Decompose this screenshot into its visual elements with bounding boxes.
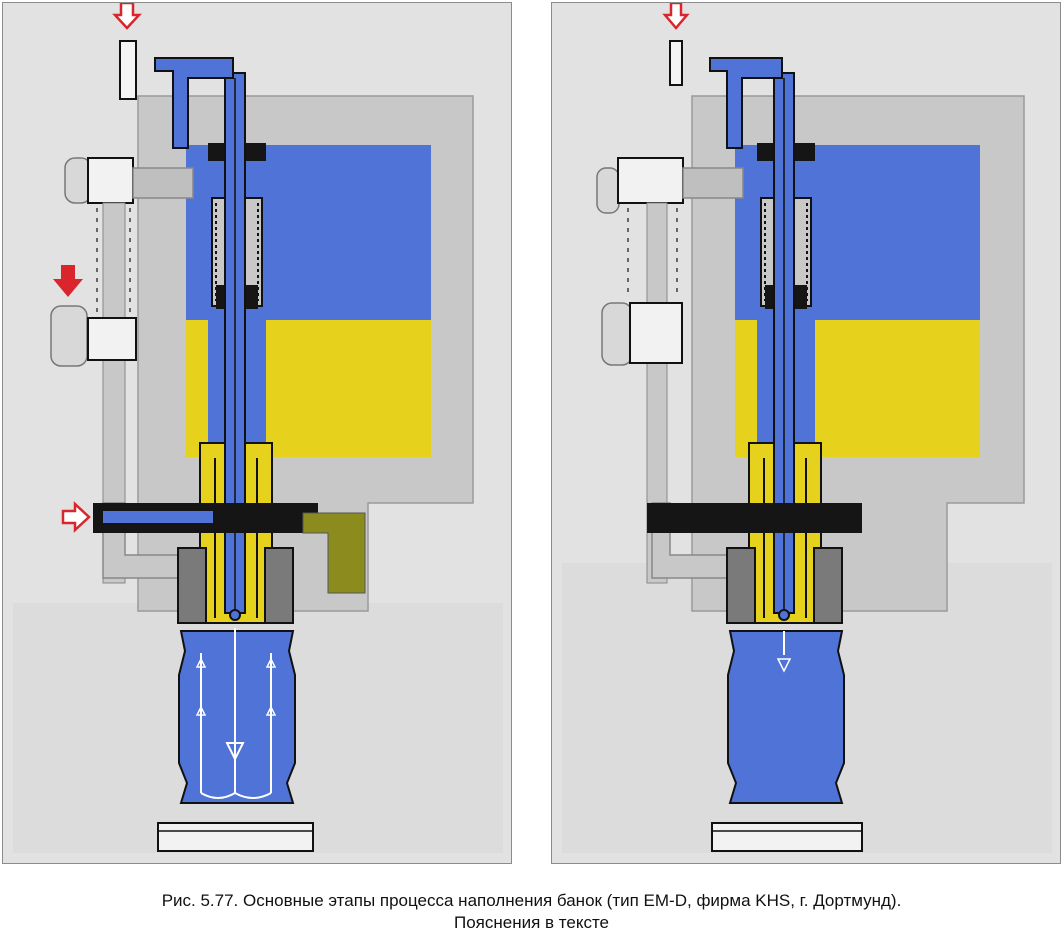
can xyxy=(178,630,296,804)
filling-valve-diagram-stage-2 xyxy=(552,3,1060,863)
side-inlet-arrow xyxy=(61,501,91,533)
filling-valve-diagram-stage-1 xyxy=(3,3,511,863)
lift-platform xyxy=(157,822,314,852)
olive-outlet xyxy=(302,512,366,594)
diagram-panel-stage-1 xyxy=(2,2,512,864)
top-inlet-arrow xyxy=(112,3,142,30)
top-port xyxy=(119,40,137,100)
figure-caption: Рис. 5.77. Основные этапы процесса напол… xyxy=(161,891,902,910)
figure-caption-note: Пояснения в тексте xyxy=(453,913,610,932)
diagram-panel-stage-2 xyxy=(551,2,1061,864)
return-gas-line xyxy=(154,57,234,149)
lever-push-arrow xyxy=(53,265,83,297)
